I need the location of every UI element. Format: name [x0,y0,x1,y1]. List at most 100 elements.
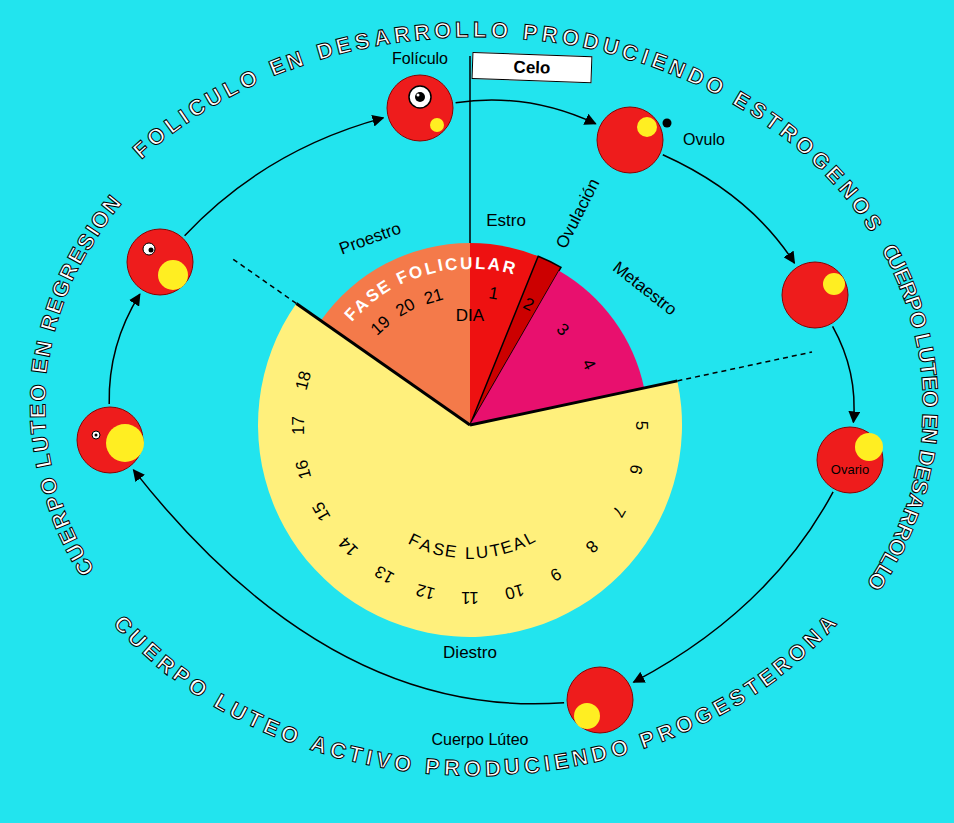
letter: S [431,539,446,558]
ovary-drawing [565,665,635,735]
metestrus-sector [470,271,644,425]
letter: E [918,375,941,391]
letter: C [523,754,541,778]
letter: E [918,413,941,429]
day-number: 13 [372,562,397,586]
letter: S [353,29,372,54]
letter: I [364,747,374,770]
phase-line [677,352,812,381]
letter: D [589,741,610,766]
day-number: 17 [289,416,306,435]
letter: N [31,339,56,359]
letter: O [278,722,302,749]
letter: N [570,746,590,771]
letter: P [424,756,440,779]
day-number: 3 [553,320,572,339]
letter: D [314,38,335,64]
ovary-drawing [125,227,195,297]
phase-line [296,303,470,425]
stage-label: Proestro [337,219,403,257]
stage-label: Metaestro [610,258,680,318]
stage-label: Estro [486,212,526,229]
day-number: 15 [309,499,333,524]
day-number: 7 [609,503,628,520]
letter: V [374,749,392,773]
letter: R [443,757,460,780]
letter: T [28,419,51,434]
cycle-arrow [134,470,565,704]
letter: U [29,435,53,454]
letter: E [29,357,53,374]
day-number: 11 [461,589,479,606]
letter: O [236,66,261,93]
letter: D [581,30,601,55]
letter: R [541,23,560,47]
day-number: 4 [579,357,598,373]
ovary-label: Ovulo [683,132,725,148]
letter: L [31,452,55,469]
day-number: 20 [393,296,418,320]
ovary-drawing [595,105,665,175]
phase-line [232,259,296,304]
letter: R [413,21,431,44]
ovary-drawing [815,425,885,495]
ovary-label: Ovario [831,463,869,476]
stage-label: Diestro [443,644,497,661]
letter [304,44,317,67]
ovary: Ovulo [595,105,665,175]
day-number: 12 [414,580,437,601]
letter: C [620,40,642,66]
letter: E [334,34,354,59]
day-number: 14 [336,534,361,559]
ovary-label: Cuerpo Lúteo [432,732,529,748]
phase-line [470,381,677,425]
letter: O [463,758,480,780]
day-number: 6 [627,463,646,477]
letter: U [460,254,473,271]
day-number: 10 [503,580,526,601]
day-number: 9 [548,564,565,583]
day-number: 16 [293,458,314,481]
band-label: Celo [473,57,592,78]
ovary [780,260,850,330]
ovary: Ovario [815,425,885,495]
ovary [75,405,145,475]
ovary-drawing [385,73,455,143]
letter: O [433,20,451,43]
letter: A [372,26,391,50]
letter [458,544,464,561]
letter [414,754,422,777]
letter: O [560,26,581,51]
letter: L [465,544,475,561]
letter: E [444,542,458,560]
letter: L [423,259,437,278]
letter: O [608,736,631,762]
letter: O [491,19,509,42]
ovary-drawing [75,405,145,475]
letter: P [522,21,539,44]
cycle-arrow [634,492,834,682]
letter: L [473,19,487,41]
letter: A [308,732,330,758]
letter: R [37,312,63,333]
letter: I [542,753,551,776]
letter: I [436,257,444,275]
letter: E [552,750,570,774]
estrus-band: Celo [472,52,593,83]
letter: R [501,258,517,277]
letter: T [347,743,365,767]
day-number: 21 [422,285,445,307]
day-number: 18 [293,369,314,392]
letter: E [27,403,49,418]
estrus-line [469,56,471,243]
letter: R [392,23,411,47]
letter: L [455,19,469,41]
letter: U [475,543,489,561]
proestrus-sector [321,243,470,425]
letter: O [27,383,50,401]
letter: R [654,720,677,746]
cycle-arrow [833,326,855,422]
letter: C [444,255,458,273]
letter: L [474,254,485,272]
